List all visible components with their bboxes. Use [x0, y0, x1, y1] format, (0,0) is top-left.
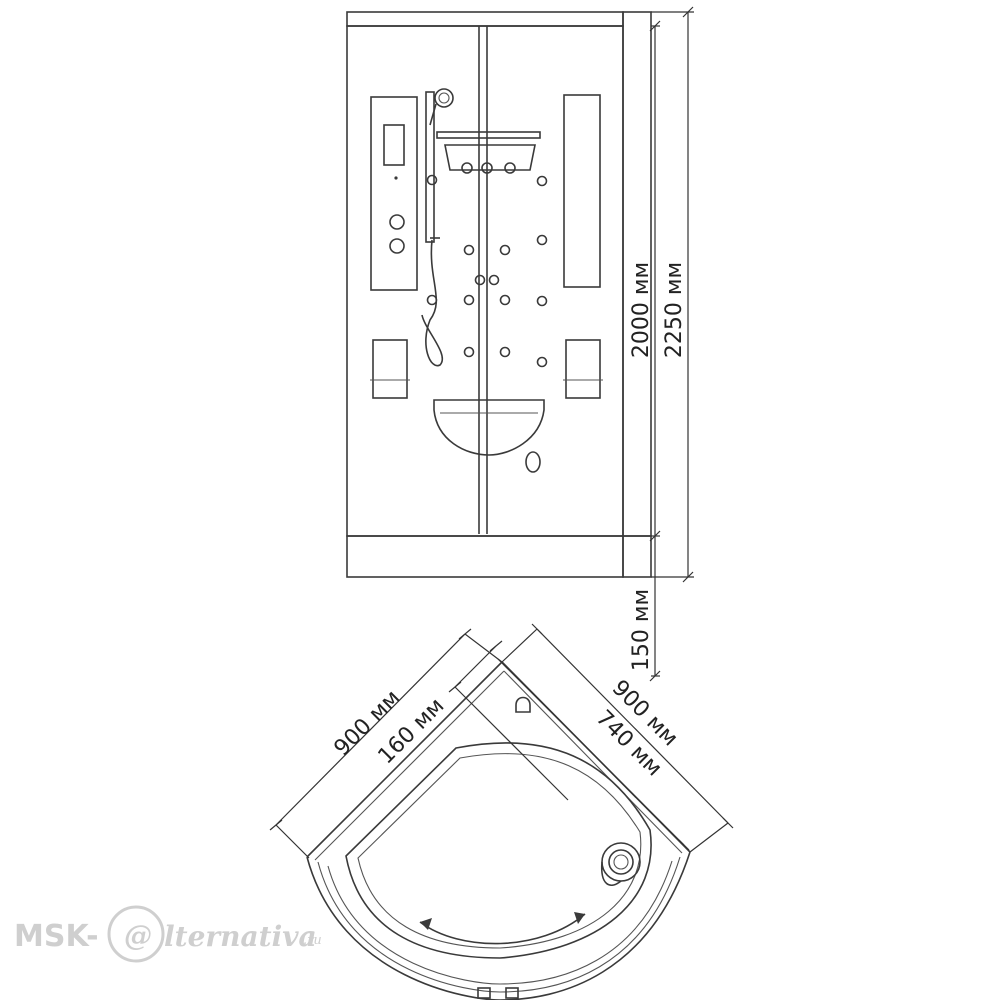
display-screen: [383, 124, 405, 166]
shower-head-inner: [438, 92, 450, 104]
massage-jets: [426, 174, 548, 368]
door-handle: [477, 987, 491, 999]
arrow-left-icon: [420, 918, 432, 930]
shower-tray-basin: [345, 742, 652, 959]
label-cabin-height: 2000 мм: [629, 262, 654, 358]
dim-line-740: [502, 663, 685, 846]
indicator-dot: [394, 176, 398, 180]
dim-line-160: [454, 645, 497, 688]
door-handle: [505, 987, 519, 999]
watermark-domain: .ru: [303, 933, 322, 948]
water-inlet-icon: [515, 696, 531, 713]
towel-holder-left: [372, 339, 408, 399]
shower-rail: [425, 91, 435, 243]
plan-dimensions: 900 мм 160 мм 900 мм 740 мм: [269, 623, 734, 859]
shelf: [436, 131, 541, 139]
watermark-prefix: MSK-: [14, 919, 99, 954]
shower-holder: [429, 103, 437, 126]
foot-massager-icon: [525, 451, 541, 473]
base-tray-side: [622, 535, 652, 578]
sliding-door-arrow: [419, 913, 586, 945]
light-icon: [461, 162, 473, 174]
light-icon: [504, 162, 516, 174]
height-dimensions: 2000 мм 2250 мм 150 мм: [629, 6, 694, 682]
front-door-arc-left: [306, 856, 501, 1000]
watermark-logo: MSK- @ lternativa .ru: [14, 905, 322, 963]
towel-holder-right: [565, 339, 601, 399]
label-base-height: 150 мм: [629, 589, 654, 671]
base-tray: [346, 535, 624, 578]
watermark-at: @: [124, 919, 152, 952]
light-icon: [481, 162, 493, 174]
folding-seat: [433, 399, 545, 456]
label-total-height: 2250 мм: [662, 262, 687, 358]
shower-hose: [421, 239, 443, 367]
rain-shower-panel: [444, 144, 536, 171]
control-knob-icon: [389, 238, 405, 254]
dim-line-900-left: [275, 633, 466, 826]
front-view: [346, 11, 652, 578]
arrow-right-icon: [574, 912, 585, 924]
front-door-arc-right: [499, 851, 691, 1000]
right-panel: [563, 94, 601, 288]
shower-head-icon: [434, 88, 454, 108]
watermark-at-circle: [107, 905, 165, 963]
dim-line-900-right: [536, 628, 729, 824]
control-knob-icon: [389, 214, 405, 230]
back-wall-left: [306, 661, 503, 858]
drain-icon: [601, 842, 641, 882]
control-panel: [370, 96, 418, 291]
top-cap: [346, 11, 624, 27]
watermark-name: lternativa: [164, 920, 317, 953]
